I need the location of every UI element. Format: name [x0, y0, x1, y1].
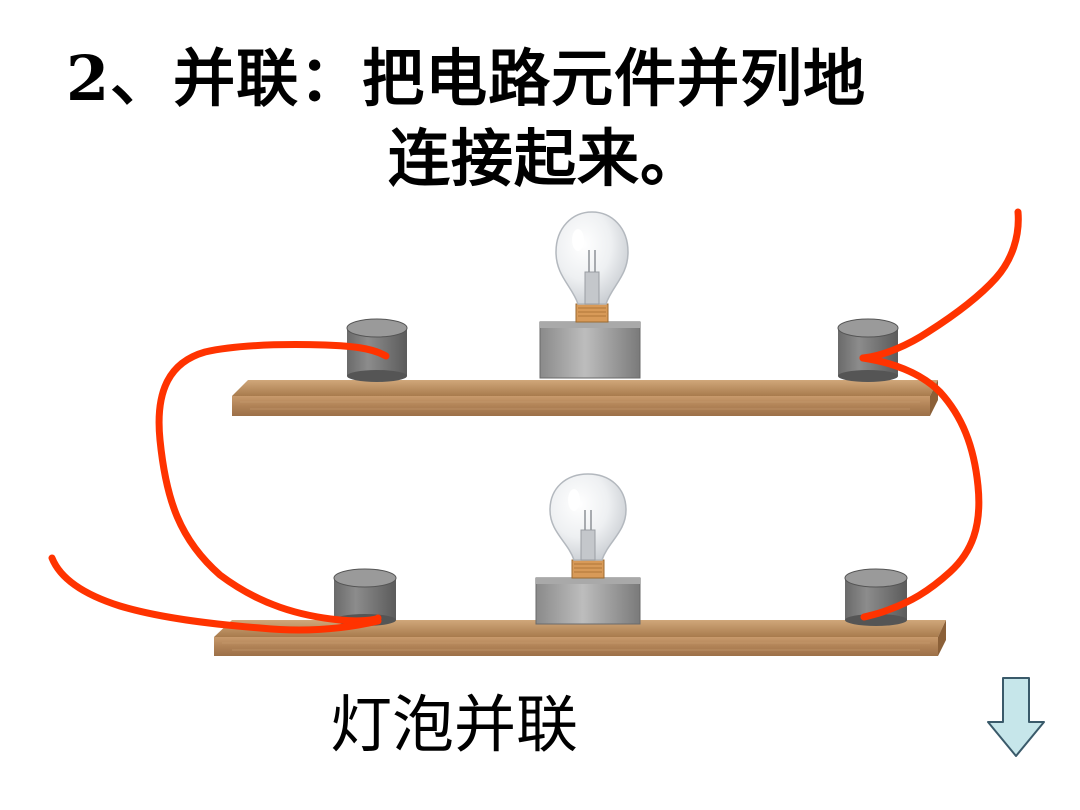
light-bulb-icon — [535, 473, 641, 625]
top-board — [232, 380, 938, 416]
wire-left-loop — [155, 341, 390, 625]
title-line-2: 连接起来。 — [388, 122, 704, 195]
wire-incoming-top-right — [859, 208, 1022, 362]
light-bulb-icon — [539, 211, 641, 379]
bottom-board — [214, 620, 946, 656]
wire-right-loop — [859, 354, 983, 621]
wire-incoming-bottom-left — [48, 554, 382, 634]
caption-label: 灯泡并联 — [330, 688, 579, 761]
wires — [48, 208, 1022, 634]
title-line-1: 2、并联：把电路元件并列地 — [66, 42, 867, 115]
down-arrow-icon[interactable] — [986, 676, 1046, 760]
